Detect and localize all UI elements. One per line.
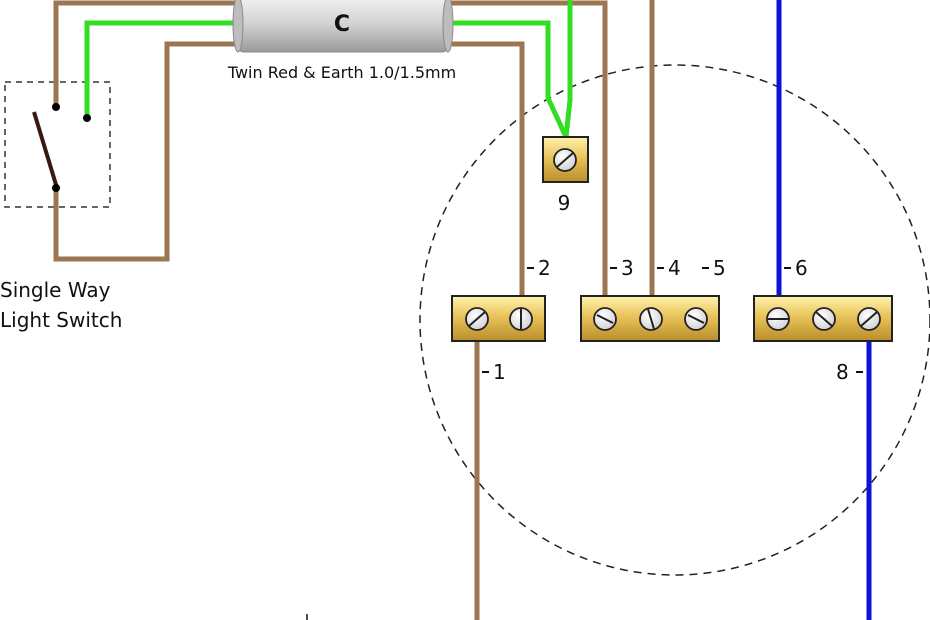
terminal-label-8: 8	[836, 360, 849, 384]
cable-label: Twin Red & Earth 1.0/1.5mm	[227, 63, 456, 82]
green-wire-switch-earth	[84, 20, 569, 139]
switch-symbol	[32, 103, 91, 192]
terminal-label-2: 2	[538, 256, 551, 280]
screw-icon	[812, 307, 836, 331]
switch-contact-bottom	[52, 184, 60, 192]
screw-icon	[553, 148, 577, 172]
screw-icon	[509, 307, 533, 331]
screw-icon	[593, 307, 617, 331]
green-wire-top-earth	[563, 0, 573, 138]
cable-letter: C	[334, 12, 350, 37]
switch-contact-earth	[83, 114, 91, 122]
brown-wire-switch-return	[53, 41, 525, 298]
screw-icon	[639, 307, 663, 331]
ceiling-rose-outline	[419, 64, 930, 576]
switch-label-line2: Light Switch	[0, 308, 122, 332]
blue-wires	[776, 0, 872, 620]
terminal-label-6: 6	[795, 256, 808, 280]
switch-label-line1: Single Way	[0, 278, 111, 302]
cable-sleeve: C	[232, 0, 454, 53]
terminal-block-loop	[451, 295, 546, 342]
terminal-leaders	[482, 267, 863, 373]
switch-contact-top	[52, 103, 60, 111]
terminal-label-9: 9	[558, 191, 571, 215]
screw-icon	[684, 307, 708, 331]
terminal-label-3: 3	[621, 256, 634, 280]
switch-box	[4, 81, 111, 208]
brown-wires	[53, 0, 655, 620]
green-wires	[84, 0, 573, 139]
terminal-label-1: 1	[493, 360, 506, 384]
terminal-label-4: 4	[668, 256, 681, 280]
screw-icon	[857, 307, 881, 331]
screw-icon	[766, 307, 790, 331]
terminal-block-live	[580, 295, 720, 342]
earth-terminal	[542, 136, 589, 183]
terminal-label-5: 5	[713, 256, 726, 280]
switch-lever	[32, 111, 59, 189]
screw-icon	[465, 307, 489, 331]
terminal-block-neutral	[753, 295, 893, 342]
